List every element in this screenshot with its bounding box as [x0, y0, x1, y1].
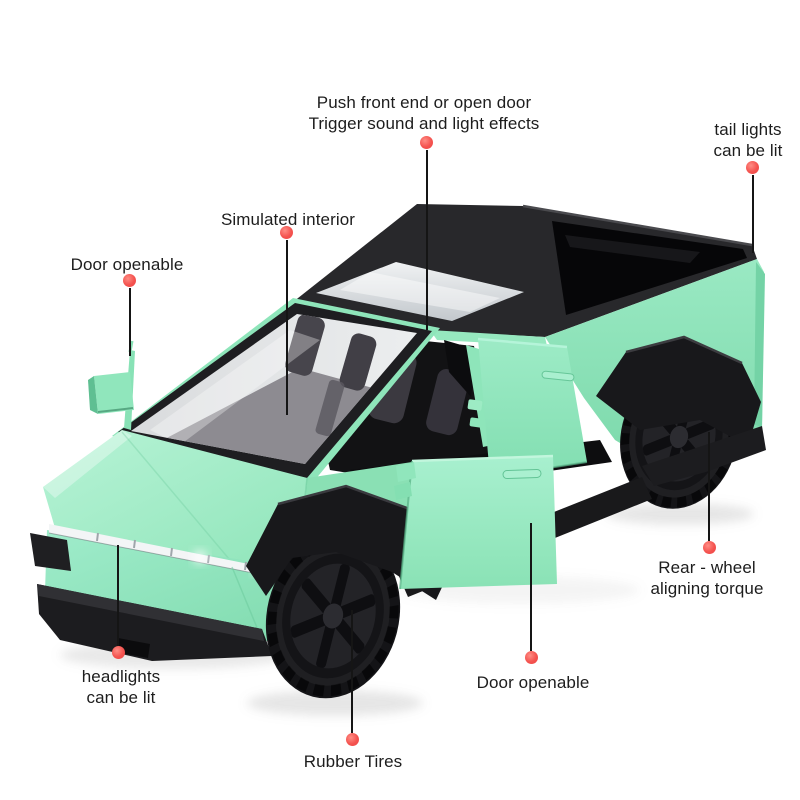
rear-fender: [596, 335, 761, 446]
hood: [43, 430, 307, 567]
side-mirror: [88, 340, 135, 430]
windshield: [112, 298, 440, 486]
truck-bed: [552, 221, 747, 315]
glass-roof: [316, 262, 524, 321]
rear-bumper: [642, 426, 766, 486]
open-rear-door: [477, 337, 588, 478]
open-front-door: [394, 454, 557, 590]
front-face: [45, 530, 330, 642]
front-fender: [246, 484, 452, 600]
far-bumper-corner: [30, 533, 71, 571]
front-bumper: [37, 584, 272, 661]
front-wheel: [265, 533, 401, 699]
